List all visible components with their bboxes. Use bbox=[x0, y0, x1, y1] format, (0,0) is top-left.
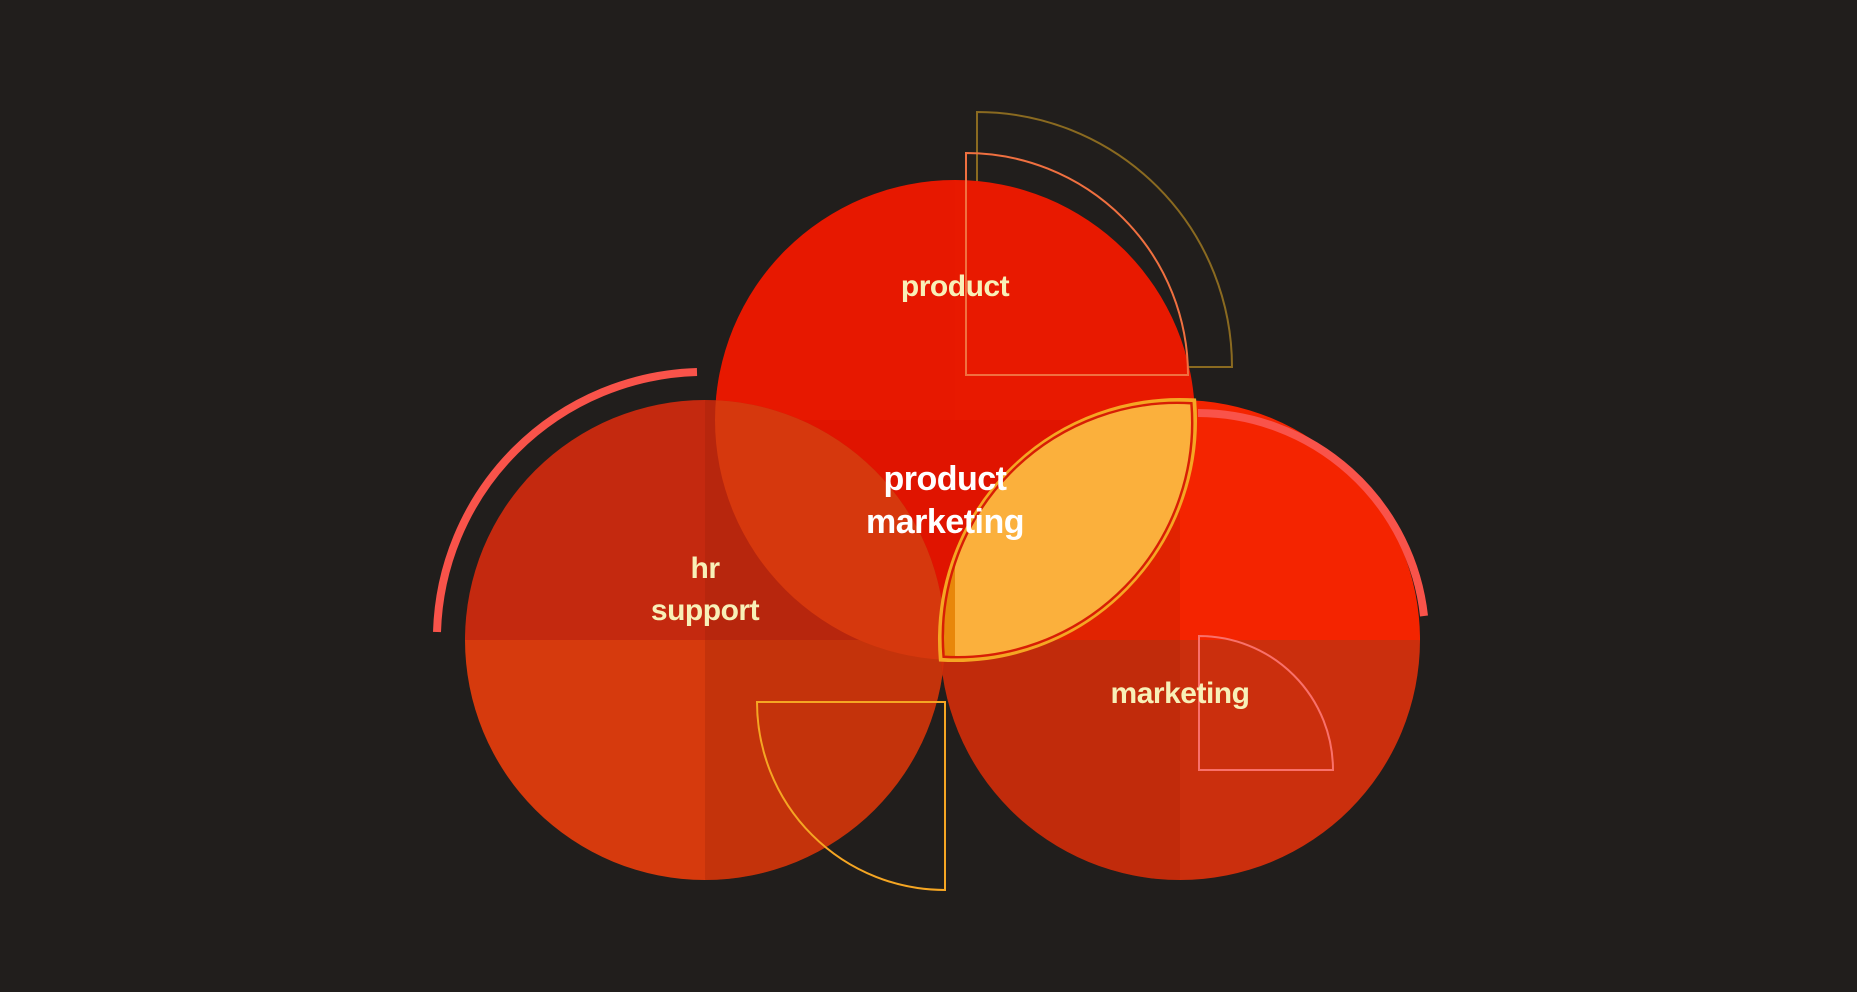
arc-outline-top-inner-icon bbox=[965, 151, 1190, 376]
arc-outline-top-outer-icon bbox=[976, 110, 1234, 368]
label-hr: hr bbox=[691, 552, 721, 585]
label-support: support bbox=[651, 594, 760, 627]
label-marketing: marketing bbox=[1111, 677, 1250, 710]
label-product: product bbox=[901, 270, 1010, 303]
arc-outline-right-icon bbox=[1198, 634, 1335, 771]
label-intersection-line1: product bbox=[883, 460, 1006, 498]
label-intersection-line2: marketing bbox=[866, 503, 1024, 541]
arc-outline-bottom-icon bbox=[755, 701, 946, 892]
intersection-outline bbox=[938, 397, 1197, 663]
arc-thick-right-icon bbox=[1197, 409, 1428, 617]
arc-thick-left-icon bbox=[433, 368, 698, 633]
